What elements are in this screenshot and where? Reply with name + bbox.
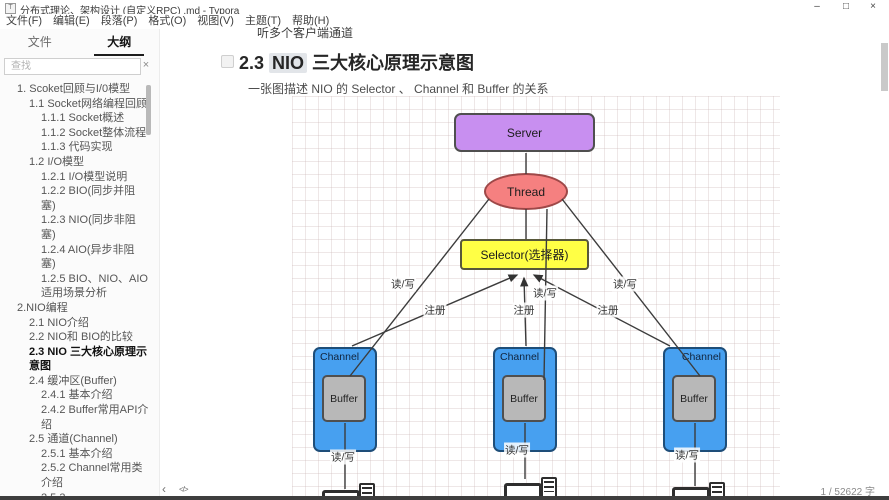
outline-list: 1. Scoket回顾与I/0模型 1.1 Socket网络编程回顾 1.1.1 S… (0, 82, 149, 496)
tab-files[interactable]: 文件 (27, 35, 52, 49)
outline-item[interactable]: 1.2.1 I/O模型说明 (41, 170, 128, 183)
diagram-node-server: Server (454, 113, 595, 152)
content-scrollbar[interactable] (881, 43, 888, 91)
channel-label: Channel (681, 351, 721, 363)
outline-item[interactable]: 1.1.2 Socket整体流程 (41, 126, 147, 139)
heading-highlight: NIO (269, 53, 308, 73)
edge-label-read-write: 读/写 (674, 447, 700, 463)
outline-item[interactable]: 2.4 缓冲区(Buffer) (29, 374, 117, 387)
outline-item[interactable]: 2.4.1 基本介绍 (41, 389, 113, 402)
outline-item[interactable]: 1.2.2 BIO(同步并阻塞) (41, 185, 136, 212)
outline-item[interactable]: 1.1.1 Socket概述 (41, 112, 125, 125)
search-input[interactable]: 查找 (4, 58, 141, 75)
outline-item[interactable]: 1.1.3 代码实现 (41, 141, 113, 154)
heading-text: 三大核心原理示意图 (307, 53, 475, 73)
sidebar-collapse-icon[interactable]: ‹ (162, 482, 166, 496)
menu-item[interactable]: 段落(P) (100, 15, 138, 27)
channel-label: Channel (320, 351, 360, 363)
minimize-button[interactable]: – (814, 1, 820, 12)
client-tower-icon (709, 482, 725, 500)
diagram-node-buffer-right: Buffer (672, 375, 716, 422)
channel-label: Channel (500, 351, 540, 363)
sidebar-tabs: 文件 大纲 (0, 32, 160, 56)
title-bar: T 分布式理论、架构设计 (自定义RPC) .md - Typora – □ × (0, 0, 889, 17)
menu-item[interactable]: 帮助(H) (292, 15, 330, 27)
edge-label-read-write: 读/写 (612, 276, 638, 292)
outline-item[interactable]: 2.4.2 Buffer常用API介绍 (41, 404, 149, 431)
active-tab-underline (94, 54, 145, 56)
outline-item[interactable]: 2.1 NIO介绍 (29, 316, 89, 329)
close-button[interactable]: × (870, 1, 876, 12)
outline-item[interactable]: 2.5.3 ServerSocketChannel (0, 491, 149, 496)
window-title: 分布式理论、架构设计 (自定义RPC) .md - Typora (20, 6, 240, 17)
outline-item[interactable]: 2.NIO编程 (17, 301, 68, 314)
diagram-node-thread: Thread (484, 173, 568, 210)
sidebar: 文件 大纲 查找 × 1. Scoket回顾与I/0模型 1.1 Socket网络… (0, 29, 160, 496)
edge-label-read-write: 读/写 (330, 449, 356, 465)
subtitle-text[interactable]: 一张图描述 NIO 的 Selector 、 Channel 和 Buffer … (248, 82, 549, 96)
edge-label-read-write: 读/写 (504, 442, 530, 458)
edge-label-register: 注册 (512, 302, 536, 318)
diagram-node-buffer-middle: Buffer (502, 375, 546, 422)
outline-item[interactable]: 1.2 I/O模型 (29, 155, 85, 168)
app-icon: T (5, 3, 16, 14)
outline-item[interactable]: 1.2.5 BIO、NIO、AIO 适用场景分析 (41, 272, 148, 300)
outline-item[interactable]: 1.1 Socket网络编程回顾 (29, 97, 147, 110)
menu-item[interactable]: 文件(F) (6, 15, 43, 27)
sidebar-scrollbar[interactable] (146, 85, 151, 135)
client-tower-icon (541, 477, 557, 500)
paragraph-partial[interactable]: 听多个客户端通道 (257, 26, 354, 40)
maximize-button[interactable]: □ (842, 1, 850, 12)
word-count: 1 / 52622 字 (820, 487, 875, 498)
search-close-icon[interactable]: × (142, 59, 150, 71)
heading-number: 2.3 (239, 53, 270, 73)
menu-item[interactable]: 格式(O) (148, 15, 187, 27)
outline-item[interactable]: 2.3 NIO 三大核心原理示意图 (29, 345, 147, 373)
heading-marker-icon (221, 55, 234, 68)
edge-label-read-write: 读/写 (532, 285, 558, 301)
outline-item[interactable]: 1.2.4 AIO(异步非阻塞) (41, 243, 135, 271)
diagram-node-selector: Selector(选择器) (460, 239, 589, 270)
outline-item[interactable]: 2.2 NIO和 BIO的比较 (29, 331, 133, 344)
diagram-node-buffer-left: Buffer (322, 375, 366, 422)
menu-item[interactable]: 编辑(E) (53, 15, 90, 27)
edge-label-register: 注册 (596, 302, 620, 318)
outline-item[interactable]: 2.5.2 Channel常用类介绍 (41, 462, 143, 490)
menu-item[interactable]: 视图(V) (197, 15, 234, 27)
menu-bar: 文件(F) 编辑(E) 段落(P) 格式(O) 视图(V) 主题(T) 帮助(H) (0, 14, 889, 29)
page-title[interactable]: 2.3 NIO 三大核心原理示意图 (239, 49, 474, 75)
outline-item[interactable]: 2.5 通道(Channel) (29, 433, 118, 446)
diagram-node-channel-middle: Channel Buffer (493, 347, 557, 452)
diagram-node-channel-right: Channel Buffer (663, 347, 727, 452)
diagram-node-channel-left: Channel Buffer (313, 347, 377, 452)
outline-item[interactable]: 1.2.3 NIO(同步非阻塞) (41, 214, 136, 241)
client-tower-icon (359, 483, 375, 500)
window-bottom-edge (0, 496, 889, 500)
menu-item[interactable]: 主题(T) (244, 15, 281, 27)
edge-label-register: 注册 (423, 302, 447, 318)
tab-outline-label: 大纲 (107, 35, 132, 49)
tab-outline[interactable]: 大纲 (80, 32, 160, 56)
outline-item[interactable]: 1. Scoket回顾与I/0模型 (17, 83, 131, 95)
source-code-mode-icon[interactable]: </> (179, 485, 189, 494)
edge-label-read-write: 读/写 (390, 276, 416, 292)
outline-item[interactable]: 2.5.1 基本介绍 (41, 447, 113, 460)
